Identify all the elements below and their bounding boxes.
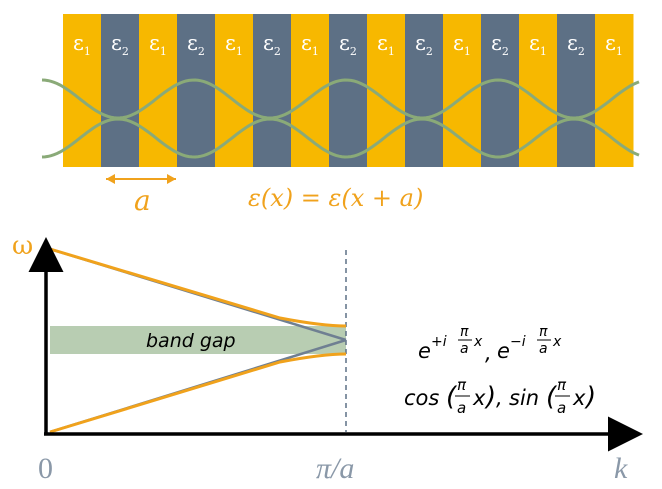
lower-band (49, 352, 347, 434)
sin-frac-num: π (557, 376, 567, 394)
layer-eps2 (405, 14, 444, 167)
x-axis-label: k (614, 452, 628, 485)
upper-band (49, 247, 347, 328)
sin-frac-den: a (557, 399, 566, 417)
exp-plus-frac-den: a (460, 341, 469, 357)
layer-eps2 (481, 14, 520, 167)
band-gap-label: band gap (146, 330, 236, 352)
layer-label: ε2 (111, 31, 129, 58)
layer-label: ε2 (263, 31, 281, 58)
exp-plus-frac-num: π (460, 324, 469, 340)
layer-label: ε1 (377, 31, 395, 58)
band-diagram: band gap ω 0 π/a k e +i π a x , e −i π a (12, 231, 643, 485)
sin-close-paren: ) (584, 382, 596, 412)
cos-frac-num: π (457, 376, 467, 394)
layer-label: ε2 (187, 31, 205, 58)
y-axis-label: ω (12, 231, 33, 261)
layer-eps2 (177, 14, 216, 167)
layer-label: ε1 (529, 31, 547, 58)
exp-plus-base: e (418, 339, 431, 363)
periodicity-equation: ε(x) = ε(x + a) (248, 184, 423, 212)
layer-label: ε1 (301, 31, 319, 58)
exp-minus-frac-num: π (539, 324, 548, 340)
wave-lower (41, 117, 640, 159)
period-arrow-right-head (167, 174, 176, 184)
exp-plus-sup: +i (431, 334, 447, 350)
cos-close-paren: ) (484, 382, 496, 412)
wave-upper (41, 78, 640, 120)
layer-eps2 (253, 14, 292, 167)
layer-label: ε2 (339, 31, 357, 58)
x-origin-label: 0 (38, 452, 53, 485)
photonic-crystal: ε1 ε2 ε1 ε2 ε1 ε2 ε1 ε2 ε1 ε2 ε1 ε2 ε1 ε2 ε1 (41, 14, 640, 167)
exp-modes: e +i π a x , e −i π a x (418, 324, 562, 365)
period-arrow-left-head (106, 174, 115, 184)
exp-minus-sup: −i (510, 334, 526, 350)
cos-var: x (472, 386, 486, 410)
layer-eps2 (329, 14, 368, 167)
layer-eps2 (557, 14, 596, 167)
exp-minus-frac-den: a (539, 341, 548, 357)
layer-label: ε2 (491, 31, 509, 58)
sin-var: x (572, 386, 586, 410)
sin-open-paren: ( (546, 382, 558, 412)
layer-label: ε1 (453, 31, 471, 58)
layer-label: ε1 (149, 31, 167, 58)
layer-label: ε1 (605, 31, 623, 58)
exp-plus-var: x (473, 334, 483, 350)
crystal-layers: ε1 ε2 ε1 ε2 ε1 ε2 ε1 ε2 ε1 ε2 ε1 ε2 ε1 ε2 ε1 (63, 14, 634, 167)
period-label: a (134, 184, 151, 217)
layer-label: ε2 (415, 31, 433, 58)
trig-comma: , (496, 386, 503, 410)
cos-label: cos (404, 386, 439, 410)
period-indicator: a ε(x) = ε(x + a) (106, 174, 423, 217)
exp-minus-var: x (552, 334, 562, 350)
layer-label: ε1 (73, 31, 91, 58)
layer-label: ε2 (567, 31, 585, 58)
band-gap-region (50, 326, 346, 354)
sin-label: sin (509, 386, 539, 410)
layer-label: ε1 (225, 31, 243, 58)
trig-modes: cos ( π a x ) , sin ( π a x ) (404, 376, 596, 417)
exp-minus-base: e (497, 339, 510, 363)
cos-frac-den: a (457, 399, 466, 417)
cos-open-paren: ( (446, 382, 458, 412)
exp-comma: , (485, 341, 492, 365)
x-edge-label: π/a (316, 452, 354, 485)
layer-eps2 (101, 14, 140, 167)
